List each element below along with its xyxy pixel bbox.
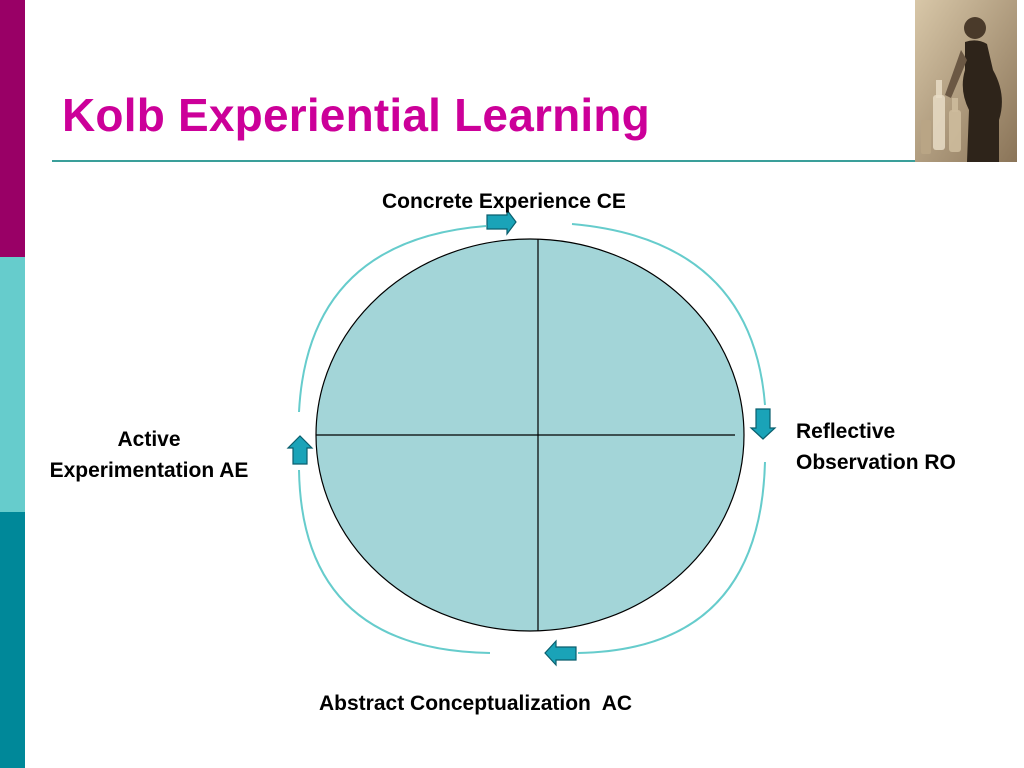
cycle-arc-bottom-right bbox=[577, 461, 766, 654]
side-bar-top bbox=[0, 0, 25, 257]
abstract-conceptualization-label: Abstract Conceptualization AC bbox=[319, 692, 633, 715]
cycle-arc-bottom-left bbox=[298, 469, 491, 654]
cycle-arc-top-right bbox=[571, 223, 766, 406]
reflective-observation-line2: Observation RO bbox=[796, 451, 956, 474]
slide-title: Kolb Experiential Learning bbox=[62, 89, 650, 141]
active-experimentation-line1: Active bbox=[117, 428, 181, 451]
side-bar-middle bbox=[0, 257, 25, 512]
arrow-up-icon bbox=[286, 435, 314, 465]
title-divider bbox=[52, 160, 917, 162]
arrow-down-icon bbox=[749, 408, 777, 440]
active-experimentation-label: Active Experimentation AE bbox=[28, 424, 270, 486]
arrow-right-icon bbox=[486, 208, 517, 236]
arrow-left-icon bbox=[544, 639, 577, 667]
reflective-observation-line1: Reflective bbox=[796, 420, 896, 443]
concrete-experience-label: Concrete Experience CE bbox=[382, 190, 626, 213]
decorative-photo bbox=[915, 0, 1017, 162]
side-bar-bottom bbox=[0, 512, 25, 768]
cycle-arc-top-left bbox=[298, 225, 487, 413]
active-experimentation-line2: Experimentation AE bbox=[49, 459, 249, 482]
reflective-observation-label: Reflective Observation RO bbox=[796, 416, 956, 478]
